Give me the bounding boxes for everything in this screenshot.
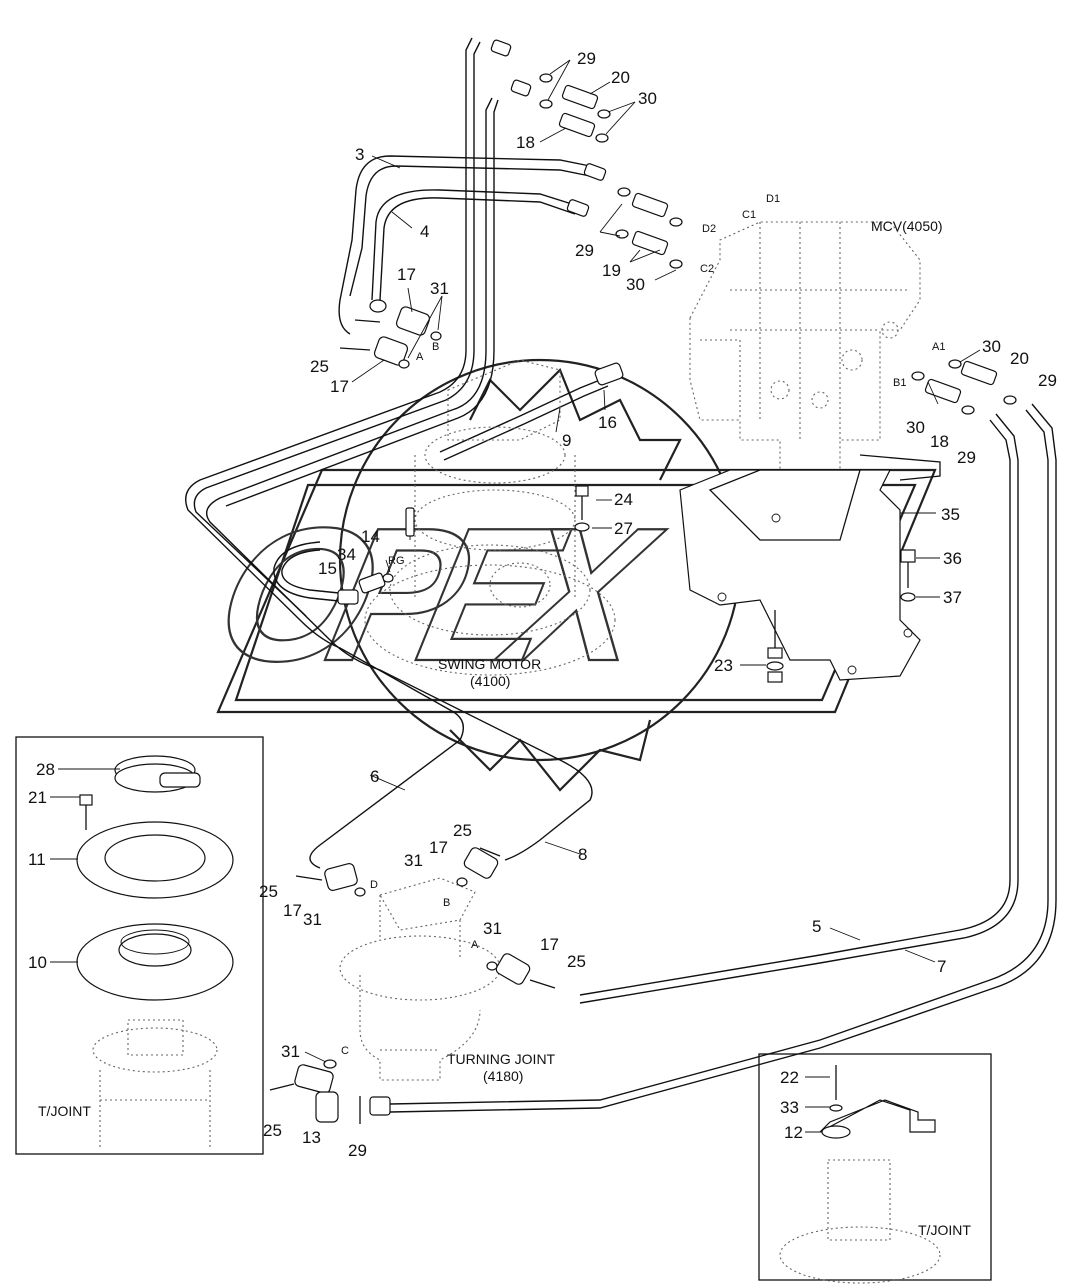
callout-29-top: 29 bbox=[577, 49, 596, 68]
hose-clamp bbox=[114, 755, 201, 793]
mcv-bracket bbox=[679, 454, 941, 681]
fittings bbox=[269, 39, 1017, 1124]
port-A-lower: A bbox=[471, 939, 479, 951]
callout-17-right: 17 bbox=[540, 935, 559, 954]
callout-20-top: 20 bbox=[611, 68, 630, 87]
ring-plate bbox=[76, 923, 234, 1001]
callout-23: 23 bbox=[714, 656, 733, 675]
callout-30-top: 30 bbox=[638, 89, 657, 108]
port-RG: RG bbox=[388, 555, 405, 567]
callout-25-mid: 25 bbox=[453, 821, 472, 840]
callout-31-right: 31 bbox=[483, 919, 502, 938]
callout-29-low: 29 bbox=[348, 1141, 367, 1160]
callout-7: 7 bbox=[937, 957, 946, 976]
tjoint-right-caption: T/JOINT bbox=[918, 1222, 971, 1238]
callout-22: 22 bbox=[780, 1068, 799, 1087]
port-labels: D1 C1 D2 C2 A1 B1 A B RG D B A C bbox=[341, 193, 945, 1057]
callout-25-low: 25 bbox=[263, 1121, 282, 1140]
callout-37: 37 bbox=[943, 588, 962, 607]
callout-34: 34 bbox=[337, 545, 356, 564]
port-A: A bbox=[416, 351, 424, 363]
callout-17-mid: 17 bbox=[330, 377, 349, 396]
port-B-lower: B bbox=[443, 897, 450, 909]
leader-lines bbox=[304, 59, 981, 1063]
swing-motor: SWING MOTOR (4100) bbox=[364, 359, 616, 689]
port-D1: D1 bbox=[766, 193, 780, 205]
callout-12: 12 bbox=[784, 1123, 803, 1142]
callout-29-right: 29 bbox=[1038, 371, 1057, 390]
callout-17-top: 17 bbox=[397, 265, 416, 284]
mcv-caption: MCV(4050) bbox=[871, 218, 943, 234]
port-A1: A1 bbox=[932, 341, 945, 353]
callout-5: 5 bbox=[812, 917, 821, 936]
swing-motor-caption: SWING MOTOR bbox=[438, 656, 541, 672]
callout-33: 33 bbox=[780, 1098, 799, 1117]
port-C: C bbox=[341, 1045, 349, 1057]
callout-30-right: 30 bbox=[982, 337, 1001, 356]
callout-36: 36 bbox=[943, 549, 962, 568]
callout-15: 15 bbox=[318, 559, 337, 578]
callout-27: 27 bbox=[614, 519, 633, 538]
turning-joint-caption: TURNING JOINT bbox=[447, 1051, 556, 1067]
inset-right: 22 33 12 T/JOINT bbox=[758, 1053, 992, 1284]
callout-24: 24 bbox=[614, 490, 633, 509]
callout-17-left: 17 bbox=[283, 901, 302, 920]
callout-31-low: 31 bbox=[281, 1042, 300, 1061]
callout-14: 14 bbox=[361, 527, 380, 546]
callout-16: 16 bbox=[598, 413, 617, 432]
callout-18-top: 18 bbox=[516, 133, 535, 152]
callout-28: 28 bbox=[36, 760, 55, 779]
port-D2: D2 bbox=[702, 223, 716, 235]
callout-4: 4 bbox=[420, 222, 429, 241]
callout-35: 35 bbox=[941, 505, 960, 524]
callout-19: 19 bbox=[602, 261, 621, 280]
callout-18-right: 18 bbox=[930, 432, 949, 451]
callout-13: 13 bbox=[302, 1128, 321, 1147]
callout-29-right-low: 29 bbox=[957, 448, 976, 467]
callout-30-mid: 30 bbox=[626, 275, 645, 294]
swing-motor-code: (4100) bbox=[470, 673, 510, 689]
callout-9: 9 bbox=[562, 431, 571, 450]
port-C2: C2 bbox=[700, 263, 714, 275]
main-control-valve bbox=[689, 221, 921, 476]
bolt bbox=[79, 794, 93, 830]
callout-6: 6 bbox=[370, 767, 379, 786]
callout-3: 3 bbox=[355, 145, 364, 164]
port-D: D bbox=[370, 879, 378, 891]
bracket bbox=[819, 1099, 936, 1139]
split-ring-plate bbox=[76, 821, 234, 899]
turning-joint-ghost-left bbox=[92, 1019, 218, 1150]
inset-left: 28 21 11 10 T/JOINT bbox=[15, 736, 264, 1155]
opex-watermark: OPEX bbox=[200, 358, 937, 792]
callout-25-top: 25 bbox=[310, 357, 329, 376]
hoses bbox=[185, 37, 1057, 1113]
port-B1: B1 bbox=[893, 377, 906, 389]
turning-joint-ghost-right bbox=[779, 1159, 941, 1284]
callout-31-mid: 31 bbox=[404, 851, 423, 870]
callout-17-mid-low: 17 bbox=[429, 838, 448, 857]
turning-joint-code: (4180) bbox=[483, 1068, 523, 1084]
callout-8: 8 bbox=[578, 845, 587, 864]
callout-10: 10 bbox=[28, 953, 47, 972]
callout-30-right-low: 30 bbox=[906, 418, 925, 437]
callout-29-mid: 29 bbox=[575, 241, 594, 260]
callout-labels: 29 20 30 18 3 4 29 19 30 17 31 25 17 16 … bbox=[259, 49, 1057, 1160]
port-C1: C1 bbox=[742, 209, 756, 221]
tjoint-left-caption: T/JOINT bbox=[38, 1103, 91, 1119]
callout-21: 21 bbox=[28, 788, 47, 807]
watermark-text: OPEX bbox=[201, 488, 676, 701]
callout-31-left: 31 bbox=[303, 910, 322, 929]
callout-25-left: 25 bbox=[259, 882, 278, 901]
callout-20-right: 20 bbox=[1010, 349, 1029, 368]
callout-11: 11 bbox=[28, 850, 46, 869]
callout-31-top: 31 bbox=[430, 279, 449, 298]
callout-25-right: 25 bbox=[567, 952, 586, 971]
port-B: B bbox=[432, 341, 439, 353]
